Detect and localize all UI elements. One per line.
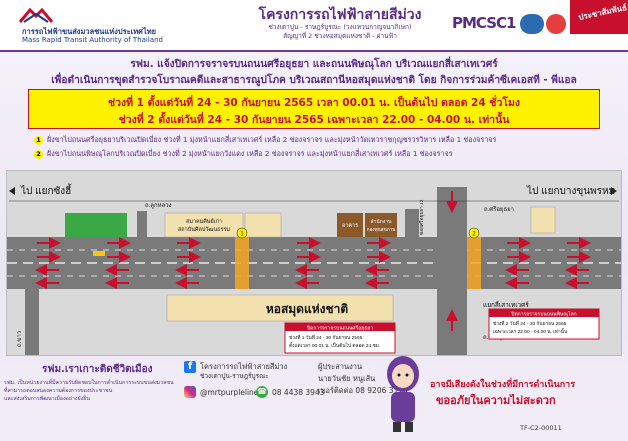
period-2: ช่วงที่ 2 ตั้งแต่วันที่ 24 - 30 กันยายน … [118, 114, 510, 126]
train-logo-icon [18, 7, 54, 23]
apology-text: ขออภัยในความไม่สะดวก [436, 394, 556, 407]
notice-line-1: รฟม. แจ้งปิดการจราจรบนถนนศรีอยุธยา และถน… [130, 59, 498, 70]
green-area [65, 213, 127, 237]
facebook-sub: ช่วงเตาปูน-ราษฎร์บูรณะ [200, 372, 269, 380]
pmc-logo: PMCSC1 [452, 14, 516, 32]
building [244, 212, 282, 238]
closure-zone-2 [467, 237, 481, 289]
org-name-thai: การรถไฟฟ้าขนส่งมวลชนแห่งประเทศไทย [22, 27, 157, 36]
facebook-icon[interactable]: f [184, 361, 196, 373]
road-label-right: ถ.ศรีอยุธยา [484, 205, 514, 213]
mascot-image [387, 356, 419, 432]
period-1: ช่วงที่ 1 ตั้งแต่วันที่ 24 - 30 กันยายน … [107, 97, 521, 109]
traffic-map-svg: ไป แยกซังฮี้ ไป แยกบางขุนพรหม ถ.ลูกหลวง … [7, 183, 621, 355]
building-a [337, 213, 363, 237]
svg-text:ปิดการจราจรบนถนนพิษณุโลก: ปิดการจราจรบนถนนพิษณุโลก [511, 311, 577, 318]
vehicle [93, 251, 105, 256]
partner-logo [520, 14, 544, 34]
document-number: TF-C2-00011 [520, 424, 562, 432]
zone-marker [468, 227, 480, 239]
header: การรถไฟฟ้าขนส่งมวลชนแห่งประเทศไทย Mass R… [0, 0, 628, 50]
traffic-map: ไป แยกซังฮี้ ไป แยกบางขุนพรหม ถ.ลูกหลวง … [6, 170, 622, 356]
notice-line-2: เพื่อดำเนินการขุดสำรวจโบราณคดีและสาธารณู… [51, 75, 577, 86]
arrow-left-icon [9, 187, 15, 195]
pr-banner: ประชาสัมพันธ์ [570, 0, 628, 34]
dir-left: ไป แยกซังฮี้ [20, 183, 72, 197]
dir-right: ไป แยกบางขุนพรหม [526, 185, 615, 197]
footer-note: ที่สามารถตอบสนองความต้องการของประชาชน [4, 388, 113, 394]
number-badge: 1 [34, 136, 43, 145]
svg-text:ช่วงที่ 2 วันที่ 24 - 30 กัน: ช่วงที่ 2 วันที่ 24 - 30 กันยายน 2565 [493, 320, 567, 327]
arrow-right-icon [611, 187, 617, 195]
zone-number: 1 [240, 232, 244, 238]
contact-title: ผู้ประสานงาน [318, 362, 363, 371]
road-label-top: ถ.ลูกหลวง [145, 203, 172, 209]
intersection-label: แยกสี่เสาเทเวศร์ [483, 300, 529, 309]
closure-info-box-2: ปิดการจราจรบนถนนพิษณุโลก ช่วงที่ 2 วันที… [488, 308, 600, 340]
closure-zone-1 [235, 237, 249, 289]
building [530, 206, 556, 234]
traffic-arrows [35, 191, 591, 331]
building-b [365, 213, 397, 237]
project-subtitle: ช่วงเตาปูน - ราษฎร์บูรณะ (วงแหวนกาญจนาภิ… [268, 23, 412, 31]
road-label-left: ถ.ขาว [17, 331, 23, 347]
header-divider [0, 50, 628, 52]
instagram-icon[interactable] [184, 386, 196, 398]
contact-name: นายวันชัย หนูเส้น [318, 374, 376, 383]
building-label: สำนักงาน [371, 219, 393, 225]
period-box: ช่วงที่ 1 ตั้งแต่วันที่ 24 - 30 กันยายน … [28, 89, 600, 129]
small-road [137, 211, 147, 237]
zone-number: 2 [472, 232, 476, 238]
svg-text:เฉพาะเวลา 22.00 - 04.00 น. เท่: เฉพาะเวลา 22.00 - 04.00 น. เท่านั้น [493, 327, 568, 335]
station-block [166, 294, 394, 322]
side-road [25, 289, 39, 355]
building-label: สถาบันศิลปวัฒนธรรม [178, 226, 230, 233]
building-label: สมาคมศิษย์เก่า [186, 218, 222, 225]
facebook-name[interactable]: โครงการรถไฟฟ้าสายสีม่วง [200, 362, 288, 371]
soi-label: ซอยศรีอยุธยา 12 [418, 199, 425, 235]
footer-note: และส่งเสริมการพัฒนาเมืองอย่างยั่งยืน [4, 396, 90, 402]
phone-icon: ☎ [256, 386, 268, 398]
svg-text:ช่วงที่ 1 วันที่ 24 - 30 กัน: ช่วงที่ 1 วันที่ 24 - 30 กันยายน 2565 [289, 334, 363, 341]
station-label: หอสมุดแห่งชาติ [266, 302, 349, 317]
svg-text:ปิดการจราจรบนถนนศรีอยุธยา: ปิดการจราจรบนถนนศรีอยุธยา [307, 325, 374, 332]
org-name-english: Mass Rapid Transit Authority of Thailand [22, 36, 163, 44]
phone-number[interactable]: 08 4438 3943 [272, 388, 325, 397]
zone-marker [236, 227, 248, 239]
contact-phone: เบอร์ติดต่อ 08 9206 3170 [318, 386, 408, 395]
partner-logo [546, 14, 566, 34]
number-badge: 2 [34, 150, 43, 159]
instagram-handle[interactable]: @mrtpurpleline [200, 388, 259, 397]
building-samakhom [164, 212, 244, 238]
building-label: กองทุนสุขภาพ [367, 227, 396, 233]
soi-road [405, 209, 419, 237]
project-title: โครงการรถไฟฟ้าสายสีม่วง [258, 7, 422, 23]
noise-warning: อาจมีเสียงดังในช่วงที่มีการดำเนินการ [430, 380, 576, 390]
building-label: อาคาร [342, 223, 358, 229]
project-contract: สัญญาที่ 2 ช่วงหอสมุดแห่งชาติ - ผ่านฟ้า [283, 32, 397, 40]
closure-info-box-1: ปิดการจราจรบนถนนศรีอยุธยา ช่วงที่ 1 วันท… [284, 322, 396, 354]
footer-note: รฟม. เป็นหน่วยงานที่มีความรับผิดชอบในการ… [4, 380, 174, 386]
svg-text:ตั้งแต่เวลา 00.01 น. เป็นต้นไป: ตั้งแต่เวลา 00.01 น. เป็นต้นไป ตลอด 24 ช… [289, 341, 380, 349]
slogan: รฟม.เราเกาะติดชีวิตเมือง [42, 364, 153, 375]
